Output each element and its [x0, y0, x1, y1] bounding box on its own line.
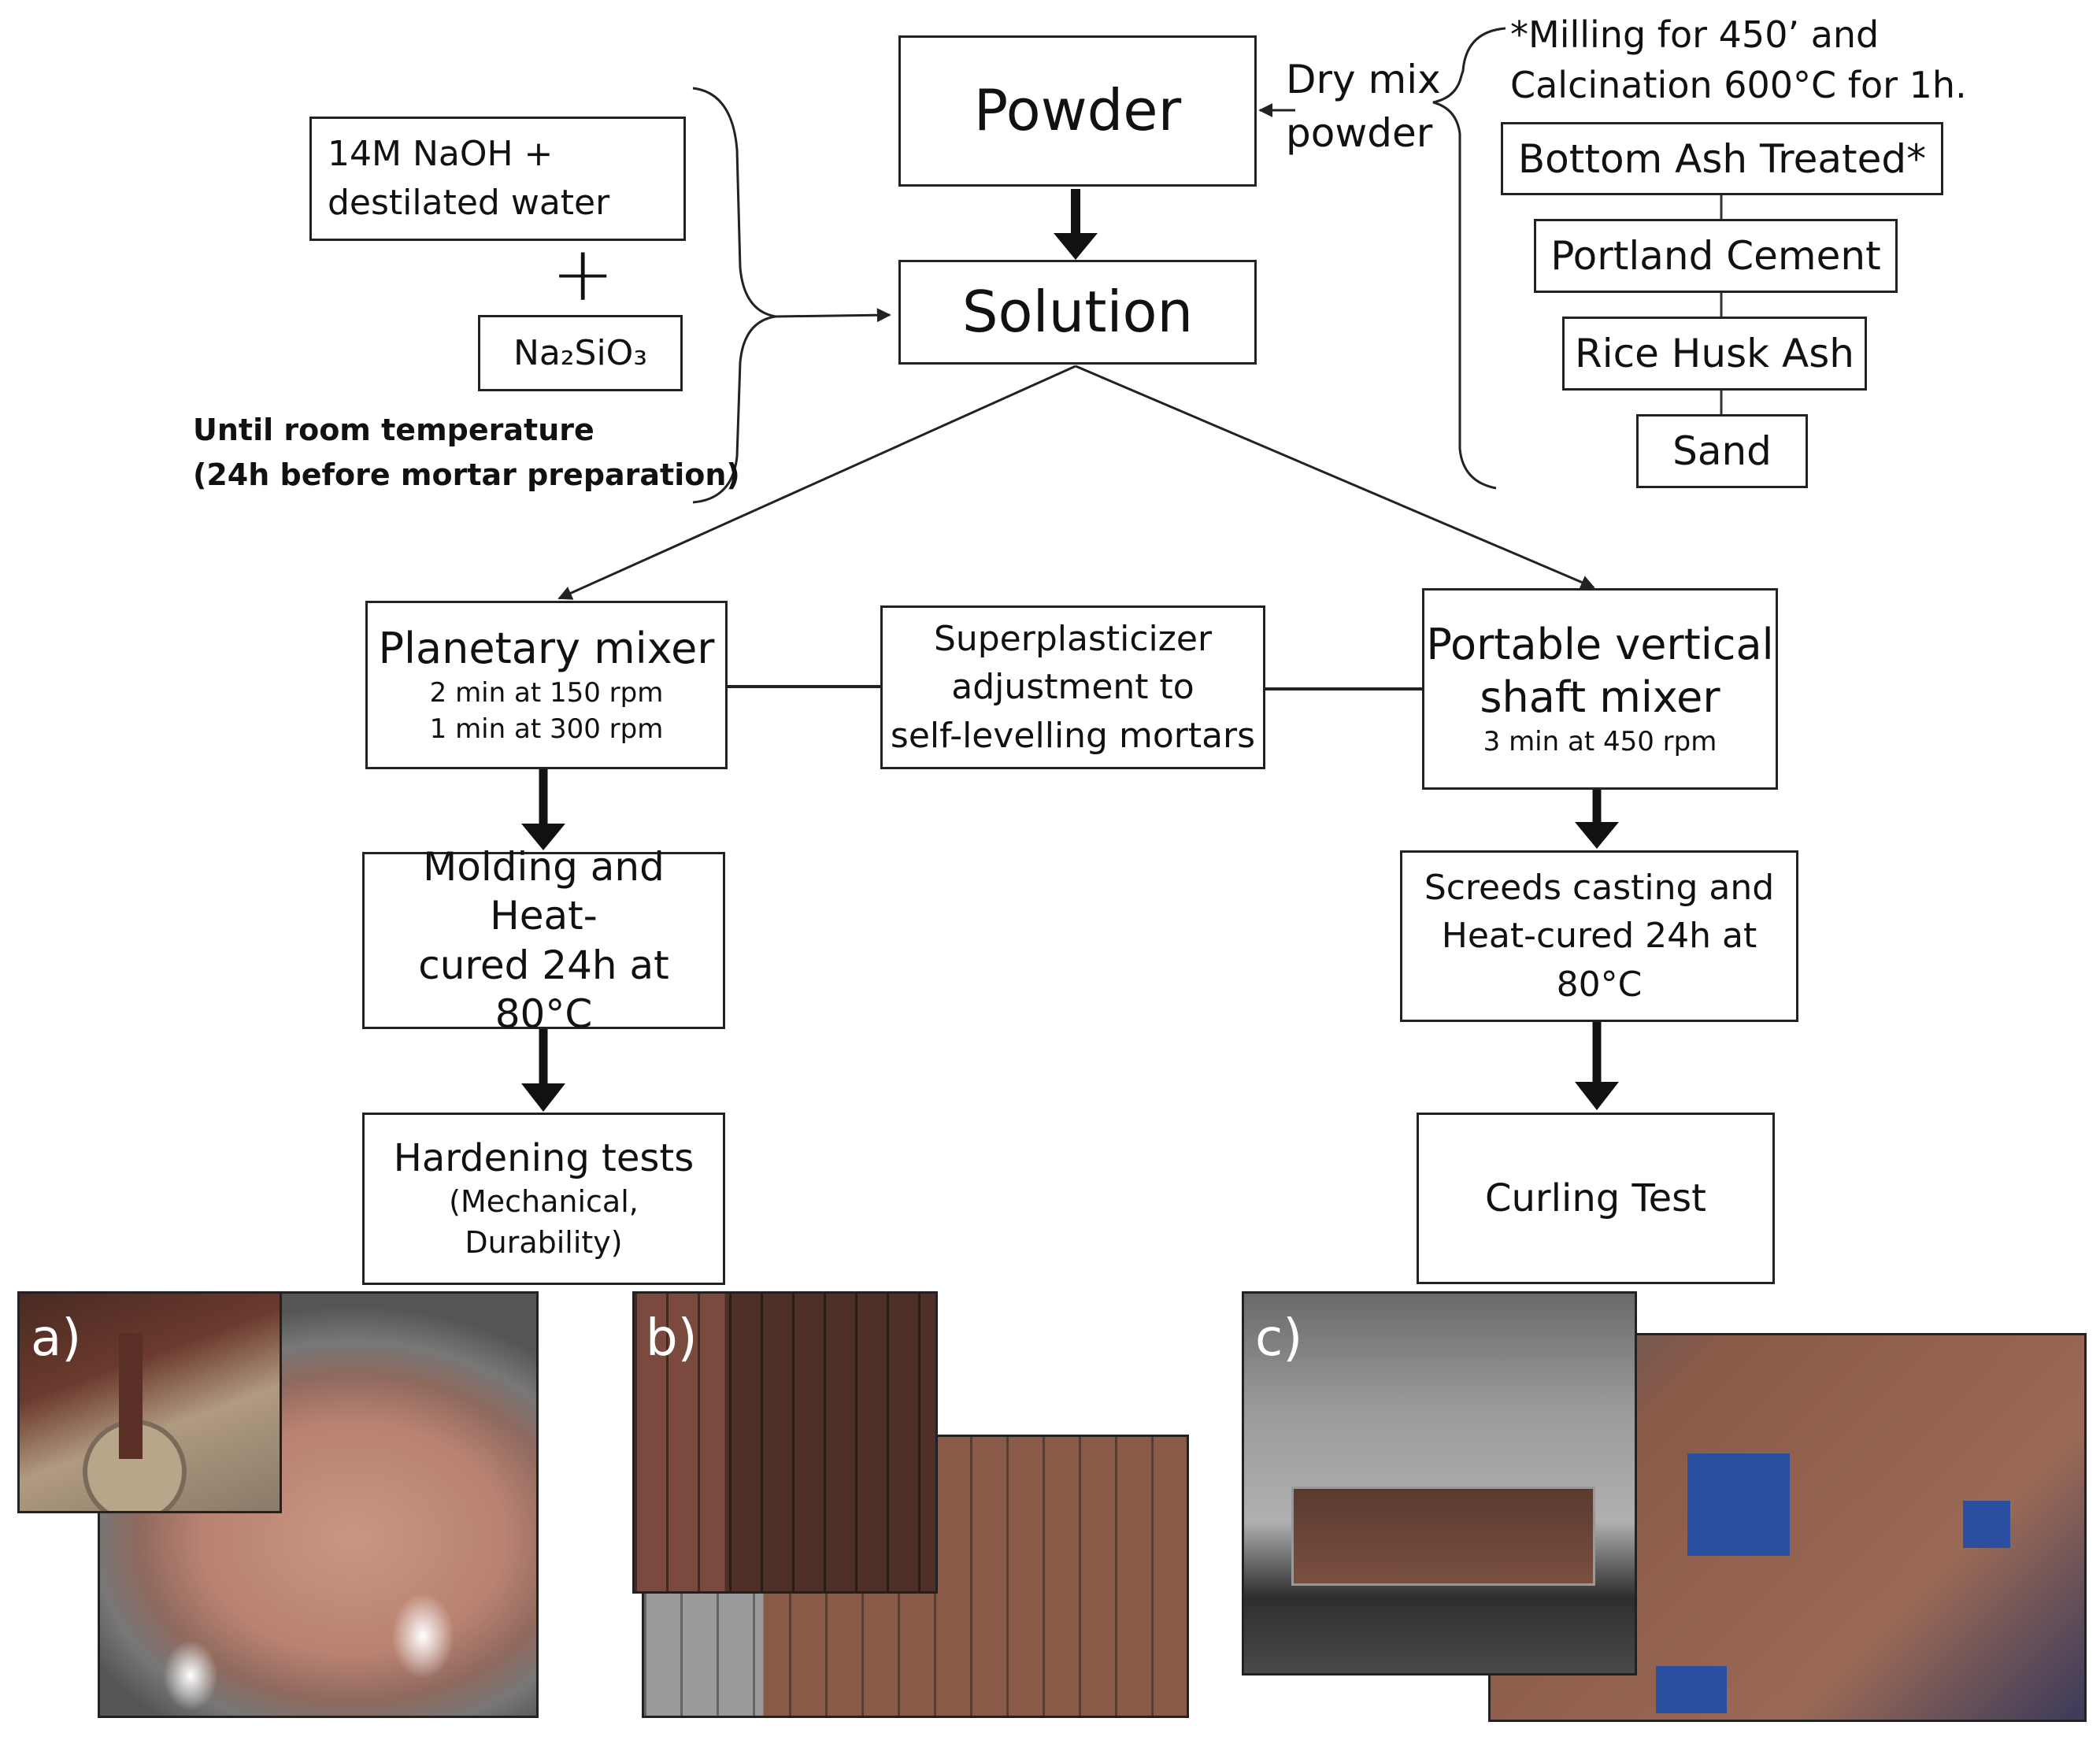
- vertical-line1: Portable vertical: [1426, 619, 1774, 669]
- screeds-line1: Screeds casting and: [1424, 867, 1775, 908]
- superplasticizer-line3: self-levelling mortars: [890, 715, 1256, 756]
- arrow-to-solution: [775, 308, 891, 323]
- molding-line2: cured 24h at 80°C: [418, 942, 669, 1038]
- blue-fixture: [1963, 1501, 2010, 1548]
- photo-c-oven: c): [1242, 1291, 1637, 1675]
- plus-sign: +: [551, 230, 615, 318]
- hardening-title: Hardening tests: [393, 1136, 694, 1181]
- right-brace: [1432, 27, 1506, 490]
- arrow-solution-vertical: [1075, 365, 1595, 589]
- dry-mix-line2: powder: [1286, 109, 1433, 156]
- photo-a-pour-inset: a): [17, 1291, 282, 1513]
- room-temp-line2: (24h before mortar preparation): [193, 457, 740, 492]
- superplasticizer-box: Superplasticizer adjustment to self-leve…: [880, 605, 1265, 769]
- room-temp-line1: Until room temperature: [193, 413, 594, 447]
- hardening-line2: (Mechanical,: [449, 1184, 639, 1220]
- screeds-box: Screeds casting and Heat-cured 24h at 80…: [1400, 850, 1798, 1022]
- bottom-ash-label: Bottom Ash Treated*: [1517, 135, 1927, 182]
- glare: [163, 1640, 218, 1711]
- arrow-solution-planetary: [557, 365, 1076, 600]
- blue-fixture: [1656, 1666, 1727, 1713]
- planetary-step1: 2 min at 150 rpm: [429, 676, 664, 709]
- vertical-step: 3 min at 450 rpm: [1483, 725, 1717, 757]
- sodium-silicate-label: Na₂SiO₃: [513, 332, 647, 373]
- left-brace: [692, 87, 776, 504]
- hardening-line3: Durability): [465, 1224, 623, 1260]
- bar-dividers: [635, 1294, 935, 1591]
- powder-box: Powder: [898, 35, 1257, 187]
- rice-husk-ash-box: Rice Husk Ash: [1562, 317, 1867, 391]
- pour-stream: [119, 1333, 143, 1459]
- room-temp-note: Until room temperature (24h before morta…: [193, 408, 740, 498]
- photo-c-label: c): [1255, 1309, 1303, 1368]
- molding-line1: Molding and Heat-: [423, 843, 665, 939]
- naoh-line2: destilated water: [328, 183, 610, 223]
- rice-husk-ash-label: Rice Husk Ash: [1575, 331, 1854, 376]
- powder-label: Powder: [973, 77, 1182, 144]
- sodium-silicate-box: Na₂SiO₃: [478, 315, 683, 391]
- photo-a-label: a): [31, 1309, 82, 1368]
- portland-cement-box: Portland Cement: [1534, 219, 1898, 293]
- dry-mix-line1: Dry mix: [1286, 57, 1441, 102]
- screeds-line3: 80°C: [1556, 964, 1643, 1005]
- planetary-mixer-box: Planetary mixer 2 min at 150 rpm 1 min a…: [365, 601, 728, 769]
- milling-line1: *Milling for 450’ and: [1510, 13, 1880, 56]
- solution-label: Solution: [961, 278, 1194, 345]
- naoh-box: 14M NaOH + destilated water: [309, 117, 686, 241]
- vertical-mixer-box: Portable vertical shaft mixer 3 min at 4…: [1422, 588, 1778, 790]
- dry-mix-label: Dry mix powder: [1286, 54, 1441, 160]
- milling-note: *Milling for 450’ and Calcination 600°C …: [1510, 9, 1967, 111]
- screeds-line2: Heat-cured 24h at: [1441, 916, 1757, 957]
- milling-line2: Calcination 600°C for 1h.: [1510, 64, 1967, 107]
- glare: [391, 1593, 454, 1679]
- sand-label: Sand: [1672, 428, 1772, 474]
- photo-b-bars-upper: b): [632, 1291, 938, 1594]
- sand-box: Sand: [1636, 414, 1808, 488]
- hardening-tests-box: Hardening tests (Mechanical, Durability): [362, 1113, 725, 1285]
- superplasticizer-line1: Superplasticizer: [933, 618, 1213, 659]
- solution-box: Solution: [898, 260, 1257, 365]
- superplasticizer-line2: adjustment to: [951, 667, 1194, 708]
- naoh-line1: 14M NaOH +: [328, 134, 554, 175]
- curling-test-box: Curling Test: [1417, 1113, 1775, 1284]
- molding-box: Molding and Heat- cured 24h at 80°C: [362, 844, 725, 1037]
- vertical-line2: shaft mixer: [1480, 672, 1720, 723]
- screed-slab: [1291, 1487, 1595, 1586]
- curling-label: Curling Test: [1484, 1176, 1706, 1220]
- bottom-ash-box: Bottom Ash Treated*: [1501, 122, 1943, 195]
- planetary-step2: 1 min at 300 rpm: [429, 713, 664, 745]
- photo-b-label: b): [646, 1309, 698, 1368]
- portland-cement-label: Portland Cement: [1550, 233, 1881, 279]
- planetary-title: Planetary mixer: [378, 624, 715, 674]
- blue-fixture: [1687, 1453, 1790, 1556]
